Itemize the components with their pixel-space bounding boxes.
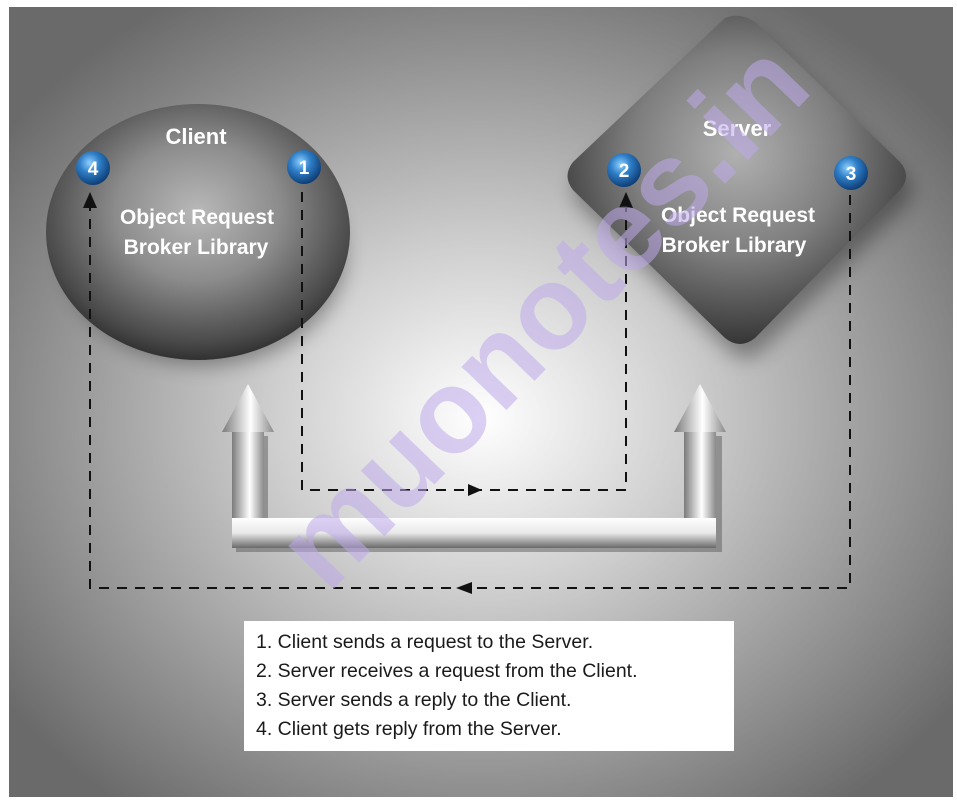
badge-1-label: 1 [299,158,310,179]
client-receive-arrowhead [83,192,97,208]
legend-step-1: 1. Client sends a request to the Server. [256,631,594,653]
request-arrowhead-right [468,484,482,496]
server-title: Server [703,116,772,141]
client-library-line2: Broker Library [124,236,269,259]
badge-3-circle [834,156,868,190]
legend-step-3: 3. Server sends a reply to the Client. [256,689,572,711]
badge-3-label: 3 [846,164,857,185]
legend-step-4: 4. Client gets reply from the Server. [256,718,562,740]
reply-arrowhead-left [456,582,472,594]
badge-2: 2 [607,153,641,187]
server-receive-arrowhead [619,192,633,208]
legend-box: 1. Client sends a request to the Server.… [244,621,734,751]
legend-step-2: 2. Server receives a request from the Cl… [256,660,638,682]
badge-1-circle [287,150,321,184]
server-library-line2: Broker Library [662,234,807,257]
badge-2-label: 2 [619,161,630,182]
client-sphere [46,104,350,360]
request-dashed-path [301,192,627,491]
badge-4: 4 [76,151,110,185]
client-title: Client [165,124,227,149]
communication-pipe [222,384,726,552]
badge-1: 1 [287,150,321,184]
server-shape [567,15,906,344]
pipe-left-arrowhead [222,384,274,432]
pipe-right-arrowhead [674,384,726,432]
client-library-line1: Object Request [120,206,274,229]
badge-4-circle [76,151,110,185]
server-library-line1: Object Request [661,204,815,227]
badge-4-label: 4 [88,159,99,180]
badge-2-circle [607,153,641,187]
pipe-bottom-bar [232,518,716,548]
badge-3: 3 [834,156,868,190]
